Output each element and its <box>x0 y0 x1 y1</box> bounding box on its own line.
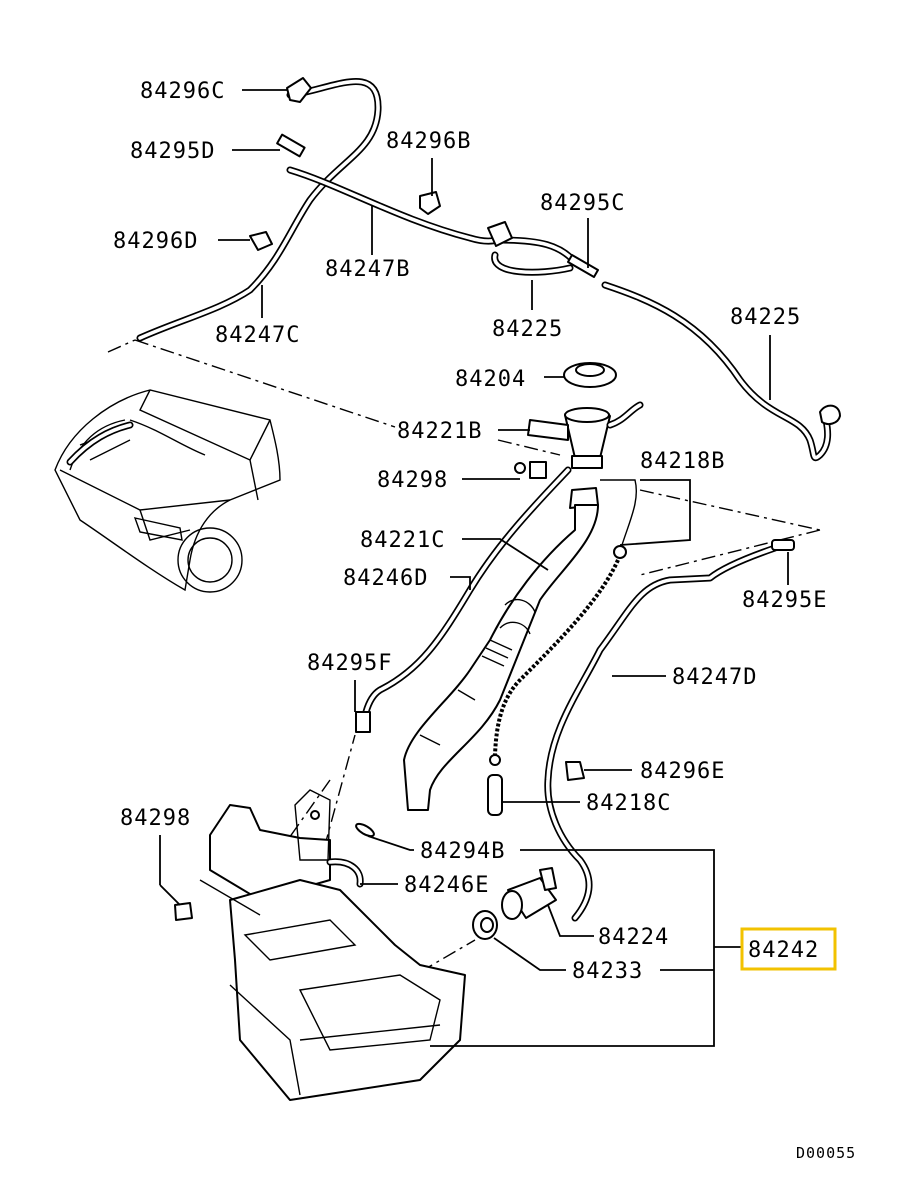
callout-84296e: 84296E <box>640 759 725 784</box>
highlight-box <box>740 927 837 971</box>
callout-84221c: 84221C <box>360 528 445 553</box>
callout-84296d: 84296D <box>113 229 198 254</box>
callout-84218b: 84218B <box>640 449 725 474</box>
callout-84295f: 84295F <box>307 651 392 676</box>
callout-84204: 84204 <box>455 367 526 392</box>
callout-labels: 84296C 84295D 84296B 84295C 84296D 84247… <box>113 79 856 1162</box>
callout-84246e: 84246E <box>404 873 489 898</box>
callout-84247b: 84247B <box>325 257 410 282</box>
callout-84225-right: 84225 <box>730 305 801 330</box>
callout-84296c: 84296C <box>140 79 225 104</box>
callout-84247d: 84247D <box>672 665 757 690</box>
vehicle-outline <box>54 389 281 593</box>
callout-84224: 84224 <box>598 925 669 950</box>
callout-84298-upper: 84298 <box>377 468 448 493</box>
callout-84233: 84233 <box>572 959 643 984</box>
callout-84294b: 84294B <box>420 839 505 864</box>
washer-tank <box>174 789 557 1101</box>
callout-84218c: 84218C <box>586 791 671 816</box>
callout-84247c: 84247C <box>215 323 300 348</box>
callout-84295e: 84295E <box>742 588 827 613</box>
diagram-code: D00055 <box>796 1144 856 1162</box>
leader-lines <box>159 89 789 1047</box>
callout-84221b: 84221B <box>397 419 482 444</box>
lower-hose <box>544 539 795 922</box>
upper-hoses <box>136 77 841 462</box>
callout-84295d: 84295D <box>130 139 215 164</box>
callout-84295c: 84295C <box>540 191 625 216</box>
filler-assembly <box>355 362 644 816</box>
callout-84225-left: 84225 <box>492 317 563 342</box>
reference-lines <box>107 339 821 973</box>
callout-84246d: 84246D <box>343 566 428 591</box>
callout-84298-lower: 84298 <box>120 806 191 831</box>
callout-84242: 84242 <box>748 938 819 963</box>
callout-84296b: 84296B <box>386 129 471 154</box>
